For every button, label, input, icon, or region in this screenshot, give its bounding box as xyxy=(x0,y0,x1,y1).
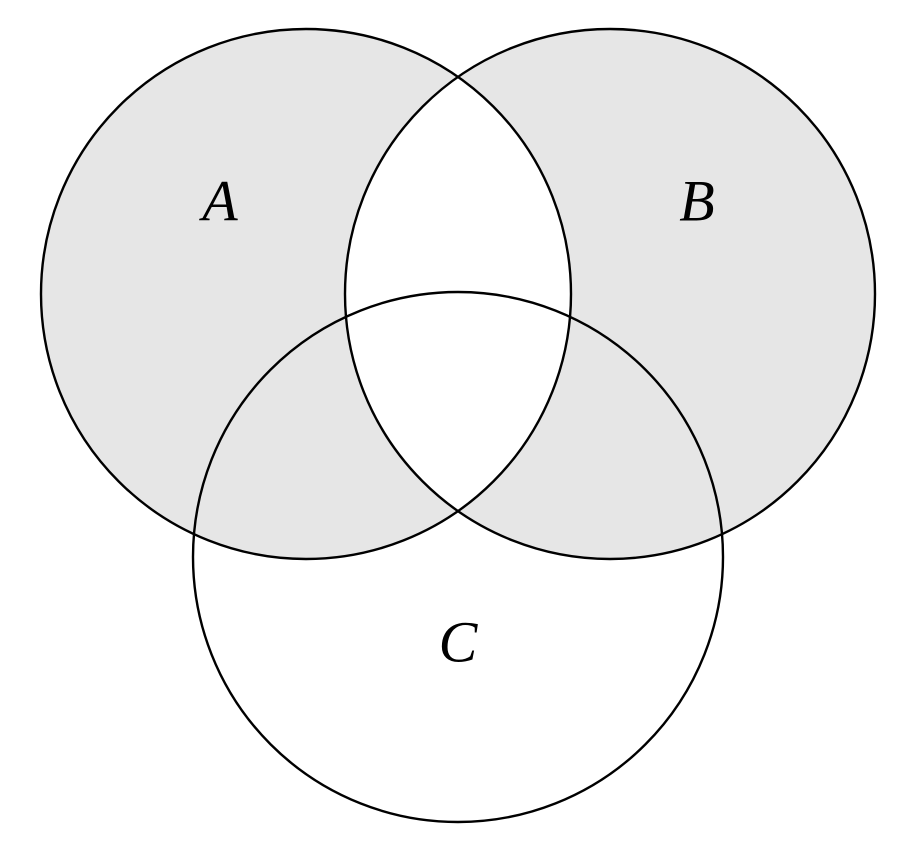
set-label-a: A xyxy=(198,168,238,233)
set-circle-a[interactable] xyxy=(39,27,573,561)
set-label-b: B xyxy=(679,168,714,233)
set-circle-c[interactable] xyxy=(191,290,725,824)
set-circle-b[interactable] xyxy=(343,27,877,561)
set-label-c: C xyxy=(439,609,479,674)
